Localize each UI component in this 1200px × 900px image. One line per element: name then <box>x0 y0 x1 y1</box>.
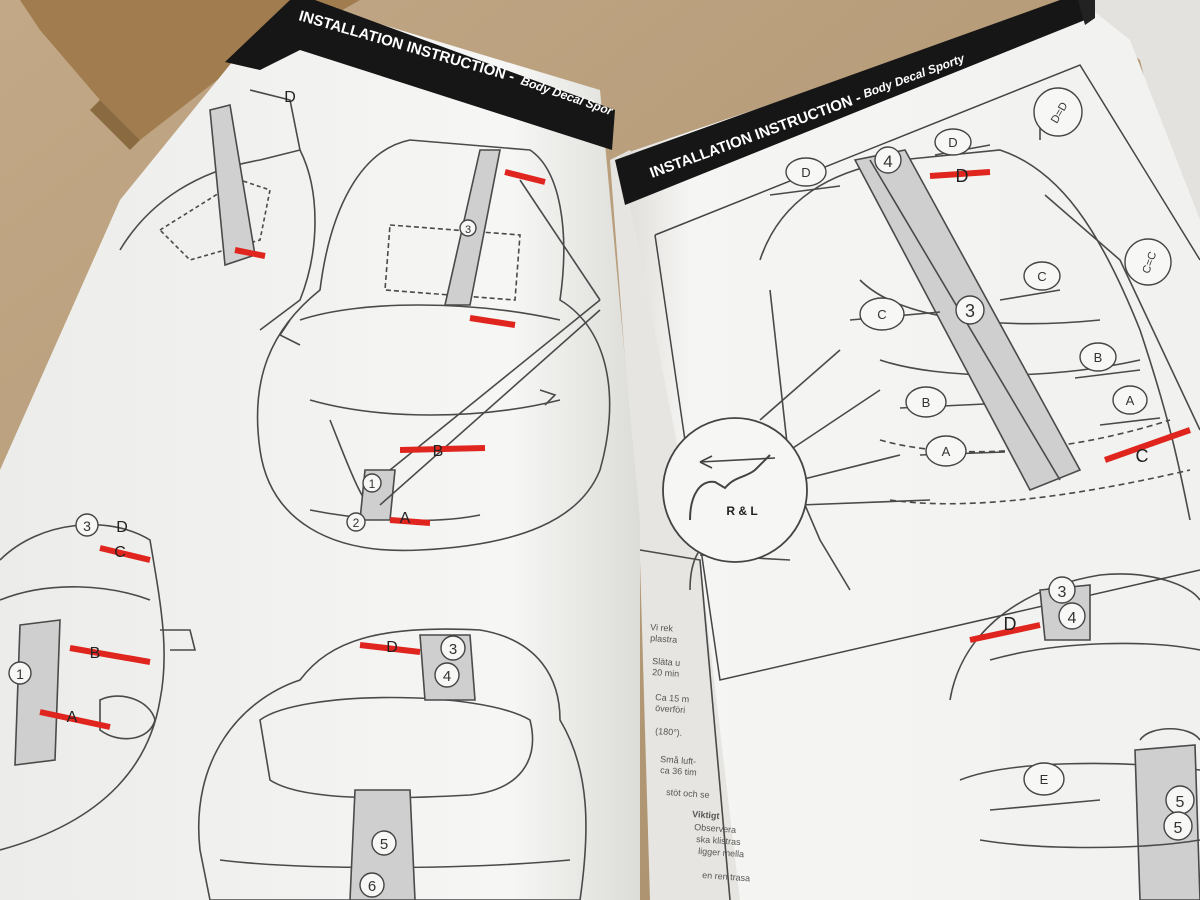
side-text-9: Viktigt <box>692 809 720 821</box>
right-callout-4: 4 <box>883 152 892 171</box>
right-detail-label: R & L <box>726 504 757 518</box>
right-callout-3: 3 <box>965 301 975 321</box>
right-decal-strips <box>929 169 1191 643</box>
right-callout-b-2: B <box>1094 350 1103 365</box>
left-callout-3-top: 3 <box>465 224 471 236</box>
side-text-13: en ren trasa <box>702 870 751 883</box>
left-decal-strips <box>39 169 546 730</box>
left-callout-1: 1 <box>369 477 376 491</box>
side-text-fragments: Vi rek plastra Släta u 20 min Ca 15 m öv… <box>650 622 751 883</box>
side-text-1: plastra <box>650 633 678 645</box>
left-callout-6: 6 <box>368 878 376 895</box>
right-label-c-red: C <box>1136 446 1149 466</box>
right-page <box>620 0 1200 900</box>
right-header-band <box>615 0 1085 205</box>
right-callout-b-1: B <box>922 395 931 410</box>
left-label-a-top: A <box>400 510 411 527</box>
left-callout-4-rear: 4 <box>443 668 451 685</box>
right-callout-c-1: C <box>877 307 886 322</box>
right-callout-4-rear: 4 <box>1068 610 1077 627</box>
right-callout-3-rear: 3 <box>1058 584 1067 601</box>
left-callout-3-rear: 3 <box>449 641 457 658</box>
left-label-b-top: B <box>433 443 444 460</box>
side-text-3: 20 min <box>652 667 680 679</box>
right-callout-d-2: D <box>948 135 957 150</box>
side-text-6: (180°). <box>655 726 683 738</box>
side-text-10: Observera <box>694 822 737 835</box>
side-text-2: Släta u <box>652 656 681 668</box>
side-text-8: ca 36 tim <box>660 765 697 778</box>
right-callout-5-top: 5 <box>1176 794 1185 811</box>
side-text-7: Små luft- <box>660 754 697 766</box>
left-label-d: D <box>116 519 128 536</box>
right-callout-c-2: C <box>1037 269 1046 284</box>
side-text-11: ska klistras <box>696 834 742 847</box>
right-label-d-red: D <box>956 166 969 186</box>
detail-circle <box>662 417 808 563</box>
left-callout-5: 5 <box>380 836 388 853</box>
left-callout-3: 3 <box>83 518 91 534</box>
side-text-14: stöt och se <box>666 787 710 800</box>
left-label-a: A <box>67 709 78 726</box>
right-callout-a-1: A <box>942 444 951 459</box>
side-text-0: Vi rek <box>650 622 674 634</box>
left-label-d-rear: D <box>386 639 398 656</box>
left-header-band <box>225 0 615 150</box>
side-text-12: ligger mella <box>698 846 745 859</box>
left-label-b: B <box>90 645 101 662</box>
right-label-d-rear: D <box>1004 614 1017 634</box>
left-label-d-top: D <box>284 89 296 106</box>
right-callout-5: 5 <box>1174 820 1183 837</box>
right-callout-d-1: D <box>801 165 810 180</box>
left-callout-2: 2 <box>353 516 360 530</box>
right-callout-e: E <box>1040 772 1049 787</box>
side-text-4: Ca 15 m <box>655 692 690 704</box>
left-label-c: C <box>114 544 126 561</box>
right-callout-a-2: A <box>1126 393 1135 408</box>
side-text-5: överföri <box>655 703 686 715</box>
left-callout-1-bottom: 1 <box>16 666 24 682</box>
